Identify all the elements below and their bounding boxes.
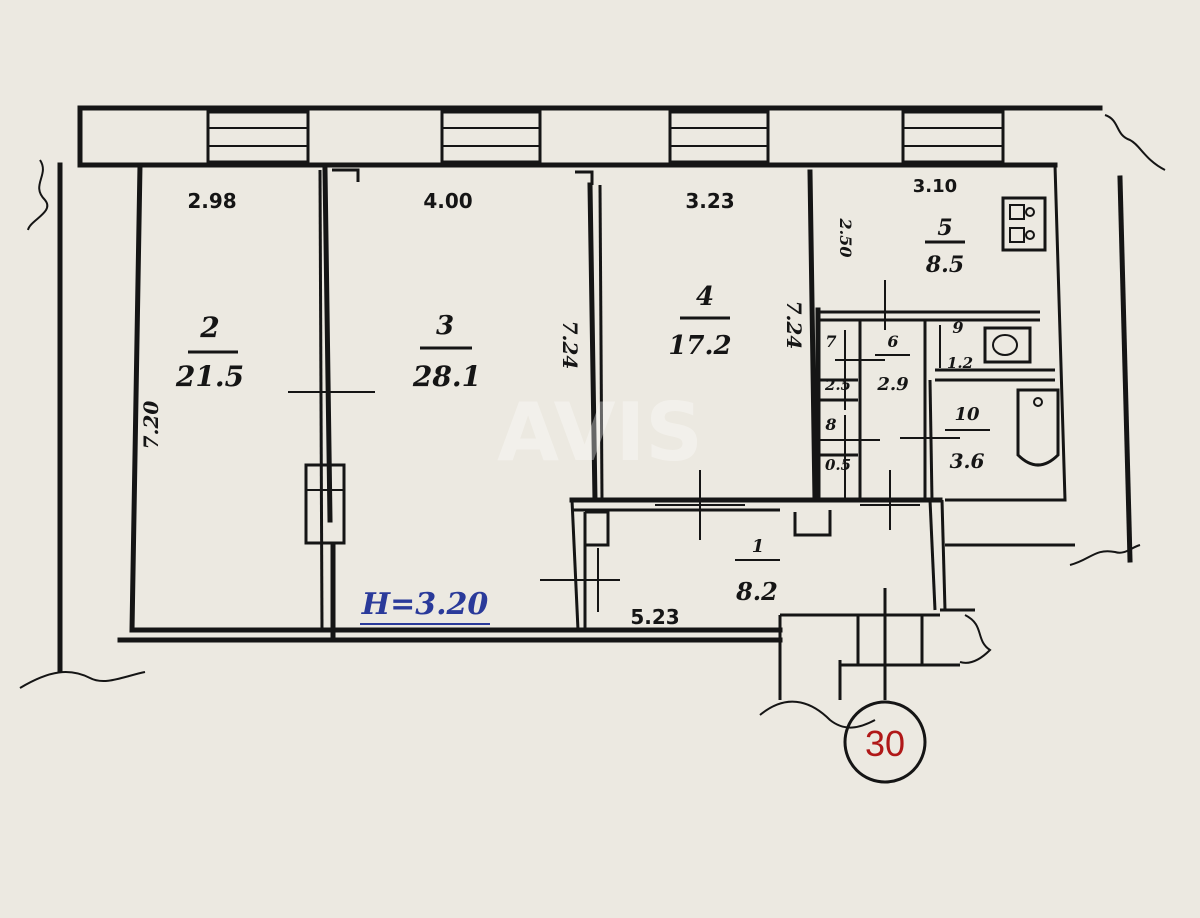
room-1-number: 1 [752,536,765,557]
room-1-length: 5.23 [630,605,679,629]
watermark: AVIS [497,386,703,479]
bathtub-icon [1016,388,1060,467]
room-9-area: 1.2 [947,354,973,372]
room-3-label: 4.00 3 28.1 7.24 [412,189,582,393]
room-10-number: 10 [954,404,980,425]
stove-icon [1001,196,1047,252]
room-9-number: 9 [952,318,963,337]
room-5-area: 8.5 [925,252,964,278]
break-lines [19,114,1166,729]
room-6-number: 6 [887,332,898,351]
room-1-area: 8.2 [735,577,778,606]
room-3-area: 28.1 [412,360,481,393]
room-6-label: 6 2.9 [875,332,910,395]
room-9-label: 9 1.2 [947,318,973,372]
room-5-width: 3.10 [913,176,957,197]
outer-walls [57,105,1133,700]
room-5-number: 5 [937,215,952,241]
windows [206,110,1005,164]
stair-landing [780,588,960,700]
plan-number: 30 [865,723,905,764]
room-8-area: 0.5 [825,456,851,474]
door-marks [288,280,960,612]
room-5-length: 2.50 [836,218,855,258]
room-10-area: 3.6 [950,449,985,473]
room-1-label: 1 8.2 5.23 [630,536,780,629]
room-3-width: 4.00 [423,189,472,213]
room-4-number: 4 [696,282,714,312]
room-4-width: 3.23 [685,189,734,213]
sink-icon [983,326,1032,364]
window [440,110,542,164]
room-7-number: 7 [825,332,836,351]
room-2-length: 7.20 [139,401,163,450]
room-4-label: 3.23 4 17.2 7.24 [668,189,806,361]
interior-walls [318,167,1055,641]
built-in-closet [304,463,346,545]
room-2-label: 2.98 2 21.5 7.20 [139,189,244,449]
room-4-area: 17.2 [668,331,731,361]
room-2-width: 2.98 [187,189,236,213]
room-7-area: 2.5 [824,376,851,394]
room-5-label: 3.10 5 8.5 2.50 [836,176,965,278]
ceiling-height-note: H=3.20 [361,587,489,622]
room-7-label: 7 2.5 [824,332,851,394]
window [206,110,310,164]
room-4-length: 7.24 [782,301,806,350]
plan-number-stamp: 30 [843,700,927,784]
room-3-number: 3 [436,311,454,341]
room-2-number: 2 [199,311,219,344]
room-6-area: 2.9 [876,374,909,395]
room-8-label: 8 0.5 [824,415,851,474]
room-2-area: 21.5 [175,360,244,393]
room-10-label: 10 3.6 [945,404,990,473]
room-8-number: 8 [824,415,836,434]
room-3-length: 7.24 [558,321,582,370]
window [668,110,770,164]
window [901,110,1005,164]
